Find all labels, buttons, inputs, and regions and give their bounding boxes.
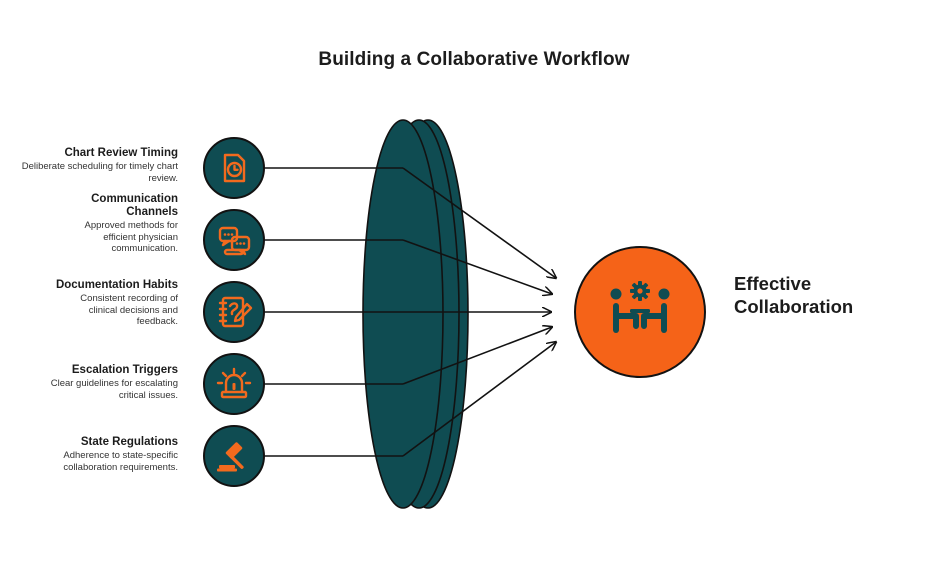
team-collaboration-icon xyxy=(610,281,670,333)
icon-circles xyxy=(203,137,265,487)
item-heading: Documentation Habits xyxy=(55,279,178,291)
alarm-siren-icon xyxy=(203,353,265,415)
arrow-2 xyxy=(402,239,552,294)
item-documentation-habits: Documentation Habits Consistent recordin… xyxy=(8,279,178,328)
clock-document-icon xyxy=(203,137,265,199)
outcome-label: Effective Collaboration xyxy=(734,272,914,318)
item-description: Deliberate scheduling for timely chart r… xyxy=(21,161,178,184)
item-heading: State Regulations xyxy=(80,436,178,448)
item-state-regulations: State Regulations Adherence to state-spe… xyxy=(8,436,178,473)
item-description: Consistent recording of clinical decisio… xyxy=(80,293,178,327)
item-communication-channels: Communication Channels Approved methods … xyxy=(48,193,178,255)
item-escalation-triggers: Escalation Triggers Clear guidelines for… xyxy=(8,364,178,401)
item-description: Adherence to state-specific collaboratio… xyxy=(63,450,178,473)
arrow-5 xyxy=(402,342,556,457)
lens-front-face xyxy=(362,119,444,509)
gavel-icon xyxy=(203,425,265,487)
item-heading: Chart Review Timing xyxy=(64,147,178,159)
chat-bubbles-icon xyxy=(203,209,265,271)
input-lines xyxy=(263,167,403,457)
arrow-4 xyxy=(402,327,552,385)
lens xyxy=(362,119,469,509)
item-description: Clear guidelines for escalating critical… xyxy=(50,378,178,401)
outcome-label-text: Effective Collaboration xyxy=(734,273,854,317)
item-heading: Communication Channels xyxy=(91,193,178,218)
arrow-1 xyxy=(402,167,556,278)
item-heading: Escalation Triggers xyxy=(71,364,178,376)
outcome-circle xyxy=(574,246,706,378)
item-description: Approved methods for efficient physician… xyxy=(84,220,178,254)
item-chart-review-timing: Chart Review Timing Deliberate schedulin… xyxy=(8,147,178,184)
notebook-pen-icon xyxy=(203,281,265,343)
converging-arrows xyxy=(402,167,556,457)
diagram-title: Building a Collaborative Workflow xyxy=(318,49,630,70)
